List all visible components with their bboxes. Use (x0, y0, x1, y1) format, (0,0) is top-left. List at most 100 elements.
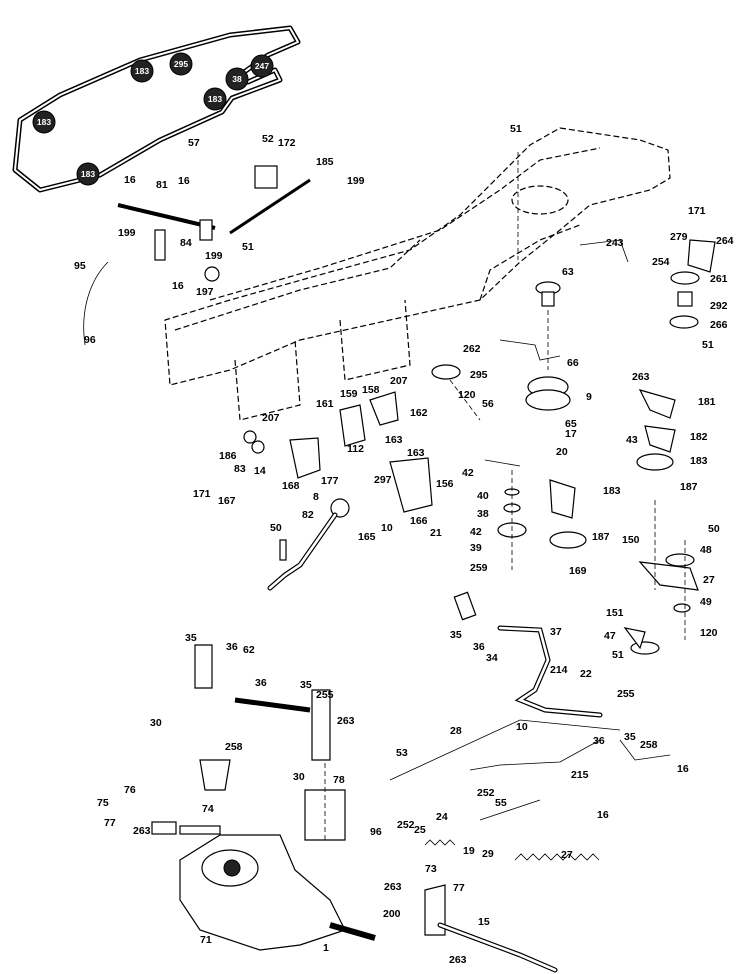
callout-label: 112 (347, 443, 364, 455)
callout-label: 16 (172, 280, 184, 292)
callout-label: 29 (482, 848, 494, 860)
callout-label: 53 (396, 747, 408, 759)
callout-label: 150 (622, 534, 640, 546)
callout-label: 186 (219, 450, 237, 462)
callout-label: 156 (436, 478, 454, 490)
springs (424, 839, 600, 861)
callout-label: 84 (180, 237, 192, 249)
callout-label: 252 (397, 819, 415, 831)
callout-label: 255 (316, 689, 334, 701)
belt-callout-label: 183 (208, 94, 222, 104)
callout-label: 73 (425, 863, 437, 875)
callout-label: 34 (486, 652, 498, 664)
callout-label: 71 (200, 934, 212, 946)
callout-label: 77 (453, 882, 465, 894)
callout-label: 263 (384, 881, 402, 893)
callout-label: 162 (410, 407, 428, 419)
callout-label: 159 (340, 388, 358, 400)
callout-label: 161 (316, 398, 334, 410)
callout-label: 264 (716, 235, 734, 247)
callout-label: 165 (358, 531, 376, 543)
callout-label: 65 (565, 418, 577, 430)
callout-label: 183 (603, 485, 621, 497)
callout-label: 243 (606, 237, 624, 249)
callout-label: 77 (104, 817, 116, 829)
belt-callout-label: 183 (37, 117, 51, 127)
callout-label: 14 (254, 465, 266, 477)
callout-label: 82 (302, 509, 314, 521)
belt-callout-label: 183 (81, 169, 95, 179)
callout-label: 27 (561, 849, 573, 861)
callout-label: 36 (226, 641, 238, 653)
callout-label: 96 (370, 826, 382, 838)
callout-label: 20 (556, 446, 568, 458)
callout-label: 49 (700, 596, 712, 608)
callout-label: 28 (450, 725, 462, 737)
callout-label: 95 (74, 260, 86, 272)
callout-label: 10 (516, 721, 528, 733)
callout-label: 30 (150, 717, 162, 729)
callout-label: 171 (688, 205, 706, 217)
callout-label: 151 (606, 607, 624, 619)
callout-label: 259 (470, 562, 488, 574)
callout-label: 25 (414, 824, 426, 836)
callout-label: 57 (188, 137, 200, 149)
callout-label: 42 (470, 526, 482, 538)
callout-label: 258 (225, 741, 243, 753)
callout-label: 35 (450, 629, 462, 641)
callout-label: 200 (383, 908, 401, 920)
callout-label: 36 (593, 735, 605, 747)
callout-label: 182 (690, 431, 708, 443)
callout-label: 197 (196, 286, 214, 298)
belt-callout-label: 295 (174, 59, 188, 69)
callout-label: 56 (482, 398, 494, 410)
clutch-pulley-stack (431, 281, 571, 411)
callout-label: 255 (617, 688, 635, 700)
callout-label: 36 (473, 641, 485, 653)
callout-label: 16 (124, 174, 136, 186)
callout-label: 187 (680, 481, 698, 493)
callout-label: 78 (333, 774, 345, 786)
callout-label: 120 (700, 627, 718, 639)
callout-label: 96 (84, 334, 96, 346)
callout-label: 207 (390, 375, 408, 387)
callout-label: 252 (477, 787, 495, 799)
axle-shafts-left (151, 644, 346, 841)
belt-callout-label: 38 (232, 74, 242, 84)
callout-label: 36 (255, 677, 267, 689)
callout-label: 38 (477, 508, 489, 520)
callout-label: 158 (362, 384, 380, 396)
callout-label: 48 (700, 544, 712, 556)
callout-label: 297 (374, 474, 392, 486)
callout-label: 258 (640, 739, 658, 751)
transaxle (179, 834, 376, 951)
callout-label: 199 (347, 175, 365, 187)
callout-label: 43 (626, 434, 638, 446)
callout-label: 9 (586, 391, 592, 403)
callout-label: 19 (463, 845, 475, 857)
callout-label: 40 (477, 490, 489, 502)
callout-label: 171 (193, 488, 211, 500)
steering-shaft (117, 165, 311, 282)
callout-label: 181 (698, 396, 716, 408)
callout-label: 177 (321, 475, 339, 487)
callout-label: 172 (278, 137, 296, 149)
callout-label: 199 (118, 227, 136, 239)
callout-label: 47 (604, 630, 616, 642)
callout-label: 24 (436, 811, 448, 823)
callout-label: 187 (592, 531, 610, 543)
callout-label: 261 (710, 273, 728, 285)
idler-assembly (484, 389, 676, 549)
callout-label: 27 (703, 574, 715, 586)
shift-lever (267, 512, 338, 591)
callout-label: 263 (133, 825, 151, 837)
callout-label: 279 (670, 231, 688, 243)
callout-label: 39 (470, 542, 482, 554)
belt-callout-label: 247 (255, 61, 269, 71)
callout-label: 168 (282, 480, 300, 492)
callout-label: 185 (316, 156, 334, 168)
callout-label: 10 (381, 522, 393, 534)
right-pulley-stack (579, 239, 716, 329)
callout-label: 266 (710, 319, 728, 331)
